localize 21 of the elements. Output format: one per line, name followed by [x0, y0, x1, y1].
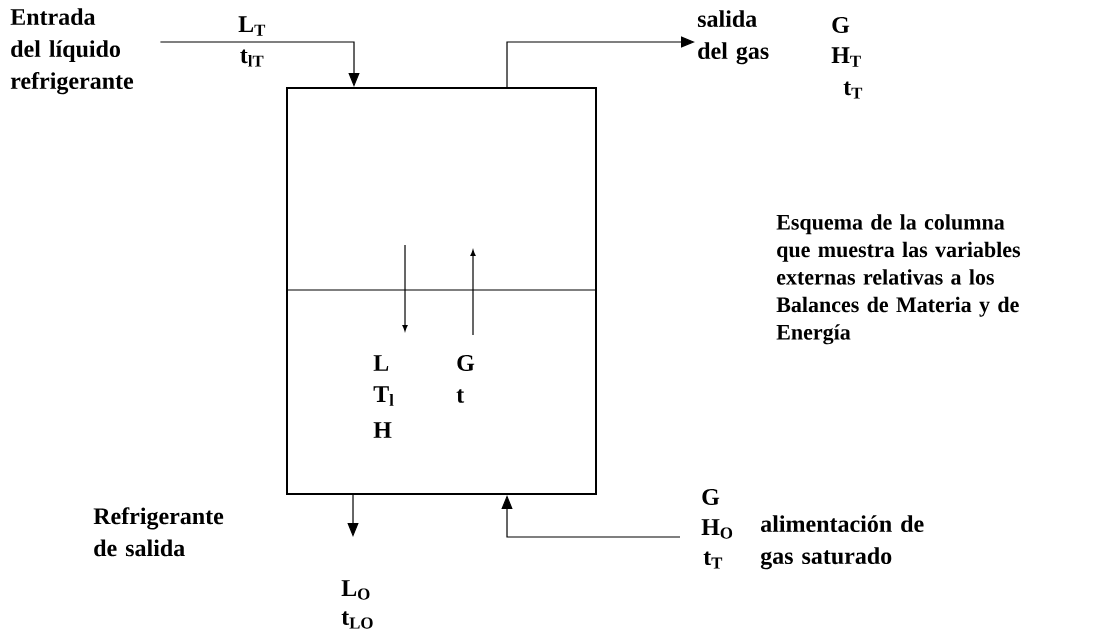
note-text: Esquema de la columna que muestra las variables externas relativas a los Balances de Materia y de Energía: [776, 214, 1021, 345]
variable-label: L$_{O}$: [341, 580, 370, 600]
variable-label: t$_{T}$: [843, 81, 863, 99]
variable-label: L: [373, 355, 389, 371]
variable-label: T$_{l}$: [373, 386, 394, 406]
inlet-label: Entrada del líquido refrigerante: [10, 8, 134, 95]
variable-label: G: [457, 354, 475, 372]
feed-label: alimentación de gas saturado: [760, 515, 924, 570]
variable-label: H: [373, 422, 392, 438]
variable-label: t$_{lT}$: [240, 49, 264, 67]
variable-label: G: [702, 488, 720, 506]
variable-label: H$_{O}$: [701, 519, 733, 539]
variable-label: t$_{T}$: [703, 551, 723, 569]
edge-label: L$_{T}$: [237, 15, 267, 37]
variable-label: t$_{LO}$: [341, 611, 373, 629]
outlet-label: salida del gas: [697, 10, 769, 65]
outlet-label: Refrigerante de salida: [93, 507, 224, 557]
variable-label: H$_{T}$: [831, 47, 861, 67]
column-drawing: [285, 87, 598, 495]
variable-label: t: [456, 389, 465, 403]
variable-label: G: [832, 16, 850, 34]
